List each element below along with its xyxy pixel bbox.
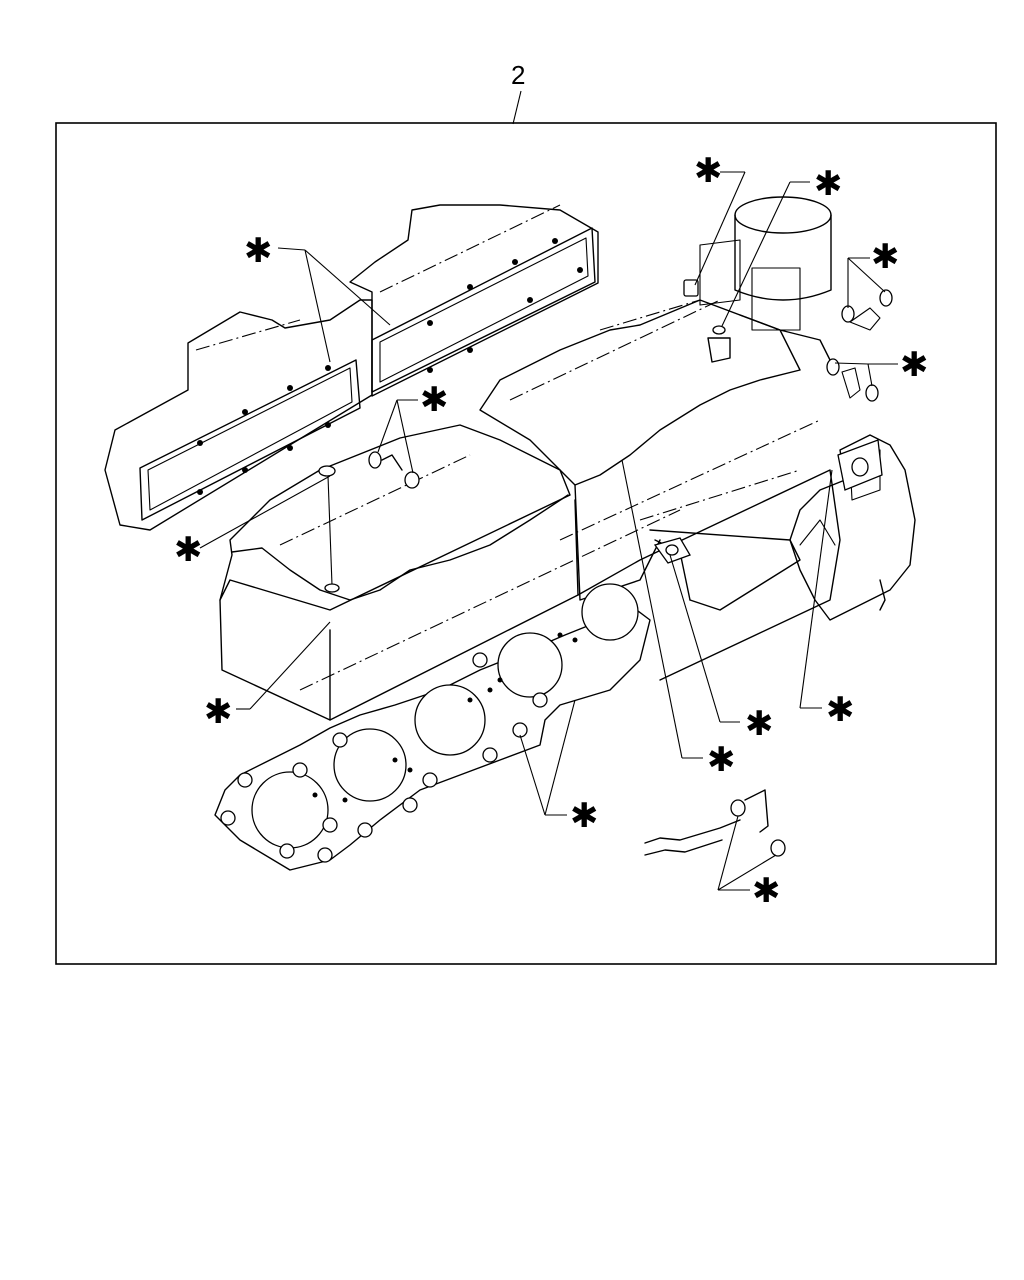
cylinder-head-front bbox=[219, 424, 579, 721]
marker-oil-pipe-washers: ✱ bbox=[420, 380, 449, 420]
kit-frame bbox=[55, 122, 997, 965]
marker-washers-lower: ✱ bbox=[900, 345, 929, 385]
marker-cylinder-head-gasket: ✱ bbox=[570, 796, 599, 836]
oil-filter-assembly bbox=[699, 196, 832, 361]
marker-exhaust-gasket: ✱ bbox=[826, 690, 855, 730]
intake-manifold-gasket bbox=[653, 537, 691, 564]
item-number: 2 bbox=[511, 60, 525, 90]
marker-intake-gasket: ✱ bbox=[745, 704, 774, 744]
washers-right bbox=[826, 289, 893, 402]
seal-plug-top bbox=[683, 279, 731, 363]
cylinder-head-rear bbox=[479, 299, 801, 601]
washers-oil-pipe bbox=[368, 451, 420, 489]
intake-pipe bbox=[639, 469, 801, 611]
cover-gasket-holes bbox=[197, 238, 583, 495]
marker-o-ring: ✱ bbox=[814, 164, 843, 204]
marker-washers-upper: ✱ bbox=[871, 237, 900, 277]
marker-drain-plug: ✱ bbox=[174, 530, 203, 570]
cylinder-head-gasket bbox=[214, 583, 651, 871]
cylinder-block bbox=[299, 419, 841, 691]
leader-lines bbox=[199, 171, 898, 891]
marker-head-gasket-rear: ✱ bbox=[707, 740, 736, 780]
marker-water-pipe-washers: ✱ bbox=[752, 871, 781, 911]
cylinder-head-cover-front bbox=[104, 299, 373, 531]
item-number-leader bbox=[512, 90, 522, 125]
marker-cover-gaskets: ✱ bbox=[244, 231, 273, 271]
marker-head-gasket-front: ✱ bbox=[204, 692, 233, 732]
water-pipe-connector bbox=[644, 789, 786, 857]
cylinder-head-cover-rear bbox=[349, 204, 599, 397]
exhaust-manifold-gasket bbox=[837, 439, 883, 491]
oil-drain-plug bbox=[318, 465, 340, 593]
marker-seal-plug: ✱ bbox=[694, 151, 723, 191]
asterisk-markers: ✱ ✱ ✱ ✱ ✱ ✱ ✱ ✱ ✱ ✱ ✱ ✱ ✱ bbox=[174, 151, 929, 911]
